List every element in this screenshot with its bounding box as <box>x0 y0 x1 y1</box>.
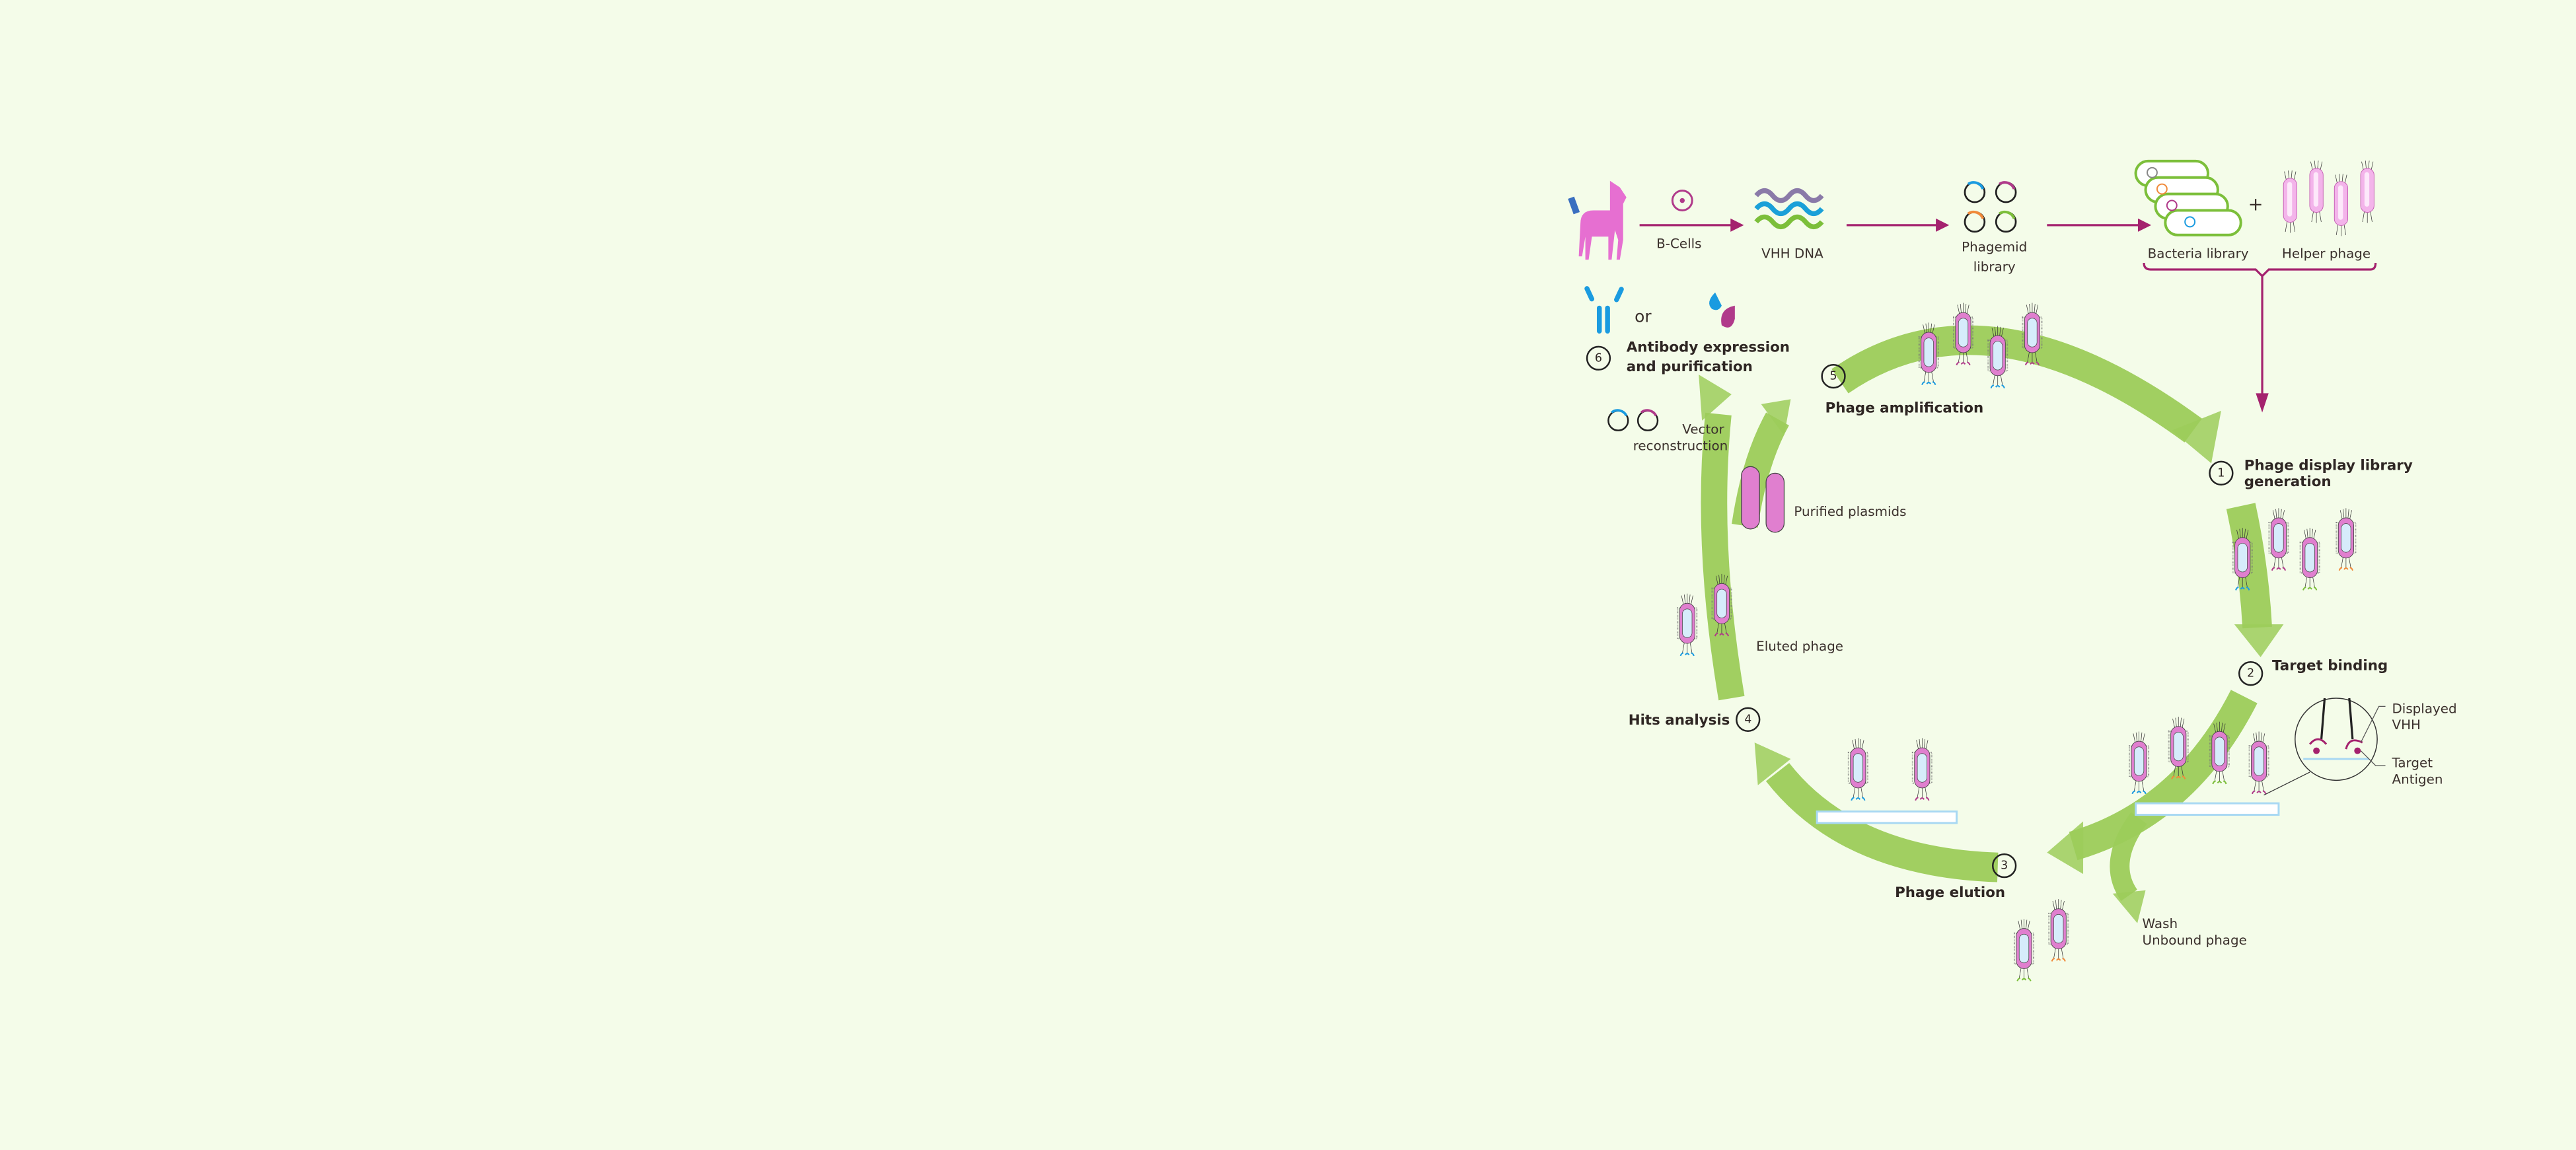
or-label: or <box>1635 307 1652 326</box>
bacteria-library-icon <box>2134 159 2242 236</box>
b-cell-icon <box>1671 190 1693 211</box>
antibody-icon <box>1584 286 1624 334</box>
step-number: 5 <box>1830 370 1837 383</box>
plus-sign: + <box>2248 194 2263 215</box>
b-cells-label: B-Cells <box>1656 236 1701 252</box>
phagemid-label-1: Phagemid <box>1962 240 2027 255</box>
phage-icon <box>2128 731 2150 795</box>
phage-icon <box>2248 731 2270 795</box>
arrowhead <box>2112 890 2146 923</box>
step-number-circle <box>1586 345 1611 371</box>
step-number: 2 <box>2247 667 2254 680</box>
vector-label-1: Vector <box>1682 422 1724 437</box>
purified-plasmids-label: Purified plasmids <box>1794 504 1906 519</box>
step-number-circle <box>1736 707 1761 732</box>
arrowhead <box>2047 821 2084 875</box>
step-4: 4 Hits analysis <box>1629 707 1761 732</box>
arrow-elution-to-hits <box>1765 762 1999 882</box>
arrowhead <box>2172 410 2221 464</box>
arrow-amplification-to-library <box>1831 325 2202 443</box>
eluted-phage-label: Eluted phage <box>1756 639 1843 654</box>
arrowhead <box>1754 742 1791 785</box>
phage-icon <box>2335 507 2357 572</box>
step-number-circle <box>1821 363 1846 389</box>
unbound-phage-label: Unbound phage <box>2143 933 2247 948</box>
step-title: Antibody expression <box>1627 339 1790 355</box>
helper-phage-icon <box>2283 170 2298 234</box>
helper-phage-label: Helper phage <box>2282 246 2371 262</box>
helper-phage-icon <box>2309 160 2324 224</box>
helper-phage-icon <box>2334 173 2349 237</box>
bacteria-library-label: Bacteria library <box>2148 246 2249 262</box>
step-3: 3 Phage elution <box>1895 853 2017 901</box>
step-number: 1 <box>2217 466 2225 480</box>
vector-plasmid-icons <box>1607 409 1659 431</box>
arrow-binding-to-elution <box>2069 690 2258 861</box>
phage-icon <box>2047 898 2069 962</box>
phage-icon <box>2299 526 2321 591</box>
phage-icon <box>1952 302 1974 367</box>
phage-icon <box>2013 917 2035 982</box>
elution-surface <box>1816 810 1958 824</box>
arrow-hits-to-antibody <box>1701 412 1745 701</box>
arrow-library-to-binding <box>2226 503 2272 629</box>
phage-icon <box>1911 737 1933 802</box>
vhh-dna-label: VHH DNA <box>1761 246 1823 262</box>
step-title: Hits analysis <box>1629 712 1730 729</box>
step-title-line2: generation <box>2244 474 2332 490</box>
step-number: 3 <box>2001 859 2008 873</box>
phage-icon <box>1676 593 1698 657</box>
step-6: 6 Antibody expression and purification <box>1586 339 1790 375</box>
vector-label-2: reconstruction <box>1633 439 1728 454</box>
step-1: 1 Phage display library generation <box>2209 457 2413 490</box>
step-title: Phage display library <box>2244 457 2413 474</box>
step-number-circle <box>2238 661 2263 686</box>
step-number-circle <box>2209 460 2234 485</box>
step-title: Target binding <box>2272 658 2388 674</box>
binding-surface <box>2135 802 2280 816</box>
arrowhead <box>1761 399 1791 436</box>
phage-icon <box>1847 737 1869 802</box>
target-antigen-label-2: Antigen <box>2392 772 2443 787</box>
magnified-binding-detail <box>2263 698 2386 796</box>
arrowhead <box>2234 624 2284 657</box>
purified-plasmids-icon <box>1741 466 1785 533</box>
vhh-dna-icon <box>1754 188 1824 230</box>
step-5: 5 Phage amplification <box>1821 363 1984 416</box>
step-title: Phage amplification <box>1825 400 1984 416</box>
displayed-vhh-label-1: Displayed <box>2392 701 2457 716</box>
phagemid-label-2: library <box>1973 259 2016 274</box>
wash-label: Wash <box>2143 916 2178 931</box>
flow-arrows <box>1639 218 2377 413</box>
helper-phage-icon <box>2360 160 2375 224</box>
helper-phage-icons <box>2283 160 2375 237</box>
phagemid-library-icon <box>1964 181 2017 233</box>
phage-icon <box>2267 507 2289 572</box>
step-title: Phage elution <box>1895 884 2005 901</box>
arrowhead <box>1699 375 1732 421</box>
displayed-vhh-label-2: VHH <box>2392 717 2421 733</box>
cycle-arrows <box>1699 325 2284 923</box>
step-title-line2: and purification <box>1627 359 1753 375</box>
vhh-fragment-icon <box>1709 292 1735 328</box>
step-number-circle <box>1992 853 2017 879</box>
llama-icon <box>1568 180 1627 260</box>
target-antigen-label-1: Target <box>2392 755 2433 770</box>
arrow-wash <box>2110 812 2147 901</box>
step-number: 6 <box>1595 351 1602 365</box>
step-2: 2 Target binding <box>2238 658 2388 686</box>
step-number: 4 <box>1744 713 1751 726</box>
